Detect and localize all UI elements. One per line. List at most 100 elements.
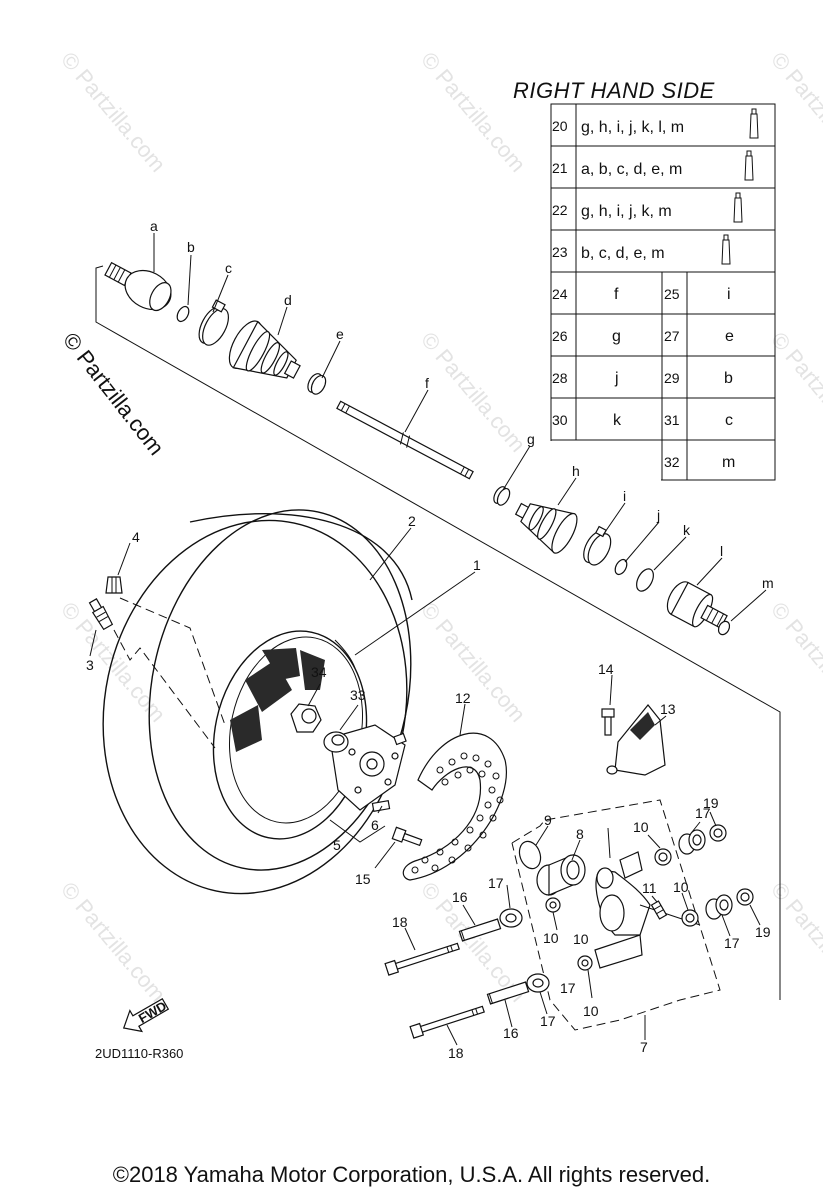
watermark-faint: © Partzilla.com: [416, 597, 530, 727]
callout-letter: j: [656, 507, 660, 523]
single-number: 25: [664, 286, 680, 302]
callout-letter: l: [720, 543, 723, 559]
axle-bolts: [384, 904, 530, 1046]
single-number: 29: [664, 370, 680, 386]
bolt-15: [374, 826, 423, 869]
single-part: m: [722, 454, 735, 471]
wheel-leaders: [354, 527, 476, 656]
right-hand-side-title: RIGHT HAND SIDE: [513, 78, 715, 103]
cv-boot-h: [514, 502, 578, 554]
callout-number: 17: [488, 875, 504, 891]
callout-number: 17: [695, 805, 711, 821]
boot-band-i: [583, 525, 612, 566]
callout-number: 12: [455, 690, 471, 706]
callout-number: 10: [633, 819, 649, 835]
callout-letter: m: [762, 575, 774, 591]
reference-table: 20 g, h, i, j, k, l, m 21 a, b, c, d, e,…: [550, 103, 776, 481]
watermark-faint: © Partzilla.com: [56, 877, 170, 1007]
callout-number: 1: [473, 557, 481, 573]
cv-joint-inner-l: [666, 581, 728, 629]
kit-parts: a, b, c, d, e, m: [581, 161, 682, 178]
valve-stem: [88, 598, 114, 631]
number-labels: 1 2 3 4 5 6 7 8 9 10 10 10 10 10 11 12 1…: [86, 513, 771, 1061]
cv-joint-outer: [104, 261, 172, 312]
callout-letter: i: [623, 488, 626, 504]
single-part: b: [724, 370, 733, 387]
single-part: k: [613, 412, 622, 429]
single-part: c: [725, 412, 733, 429]
callout-number: 18: [392, 914, 408, 930]
callout-number: 13: [660, 701, 676, 717]
single-number: 31: [664, 412, 680, 428]
diagram-code: 2UD1110-R360: [95, 1046, 183, 1061]
kit-parts: g, h, i, j, k, l, m: [581, 119, 684, 136]
drive-shaft-f: [336, 400, 474, 480]
boot-band-c: [198, 299, 230, 346]
valve-cap: [105, 576, 123, 594]
single-number: 26: [552, 328, 568, 344]
callout-number: 19: [703, 795, 719, 811]
boot-band-e: [307, 373, 327, 395]
callout-number: 15: [355, 871, 371, 887]
watermark-faint: © Partzilla.com: [56, 597, 170, 727]
callout-number: 34: [311, 664, 327, 680]
callout-number: 4: [132, 529, 140, 545]
callout-number: 16: [452, 889, 468, 905]
caliper-bracket: [601, 674, 667, 776]
circlip-m: [717, 620, 731, 636]
watermark-faint: © Partzilla.com: [766, 597, 823, 727]
callout-letter: c: [225, 260, 232, 276]
callout-letter: k: [683, 522, 691, 538]
kit-number: 22: [552, 202, 568, 218]
partzilla-watermark: © Partzilla.com: [58, 328, 169, 460]
grease-tube-icon: [721, 234, 731, 265]
snap-ring-b: [176, 305, 190, 323]
single-part: g: [612, 328, 621, 345]
callout-number: 17: [724, 935, 740, 951]
single-part: i: [727, 286, 731, 303]
kit-number: 23: [552, 244, 568, 260]
callout-letter: e: [336, 326, 344, 342]
hub-assembly: [329, 724, 407, 843]
callout-number: 6: [371, 817, 379, 833]
boot-band-g: [493, 486, 511, 506]
single-number: 30: [552, 412, 568, 428]
brake-disc: [402, 703, 507, 881]
callout-number: 10: [573, 931, 589, 947]
callout-letter: d: [284, 292, 292, 308]
callout-letter: a: [150, 218, 158, 234]
knuckle-assembly: [511, 799, 721, 1040]
single-part: f: [614, 286, 619, 303]
callout-number: 9: [544, 812, 552, 828]
single-number: 27: [664, 328, 680, 344]
callout-number: 18: [448, 1045, 464, 1061]
grease-tube-icon: [749, 108, 759, 139]
callout-number: 11: [642, 880, 657, 896]
callout-number: 33: [350, 687, 366, 703]
hub-nuts: [290, 683, 359, 753]
callout-letter: f: [425, 375, 429, 391]
watermark-faint: © Partzilla.com: [416, 327, 530, 457]
drive-shaft-outline: [95, 265, 781, 1000]
callout-letter: h: [572, 463, 580, 479]
single-number: 28: [552, 370, 568, 386]
single-part: e: [725, 328, 734, 345]
callout-number: 8: [576, 826, 584, 842]
single-number: 24: [552, 286, 568, 302]
callout-number: 10: [673, 879, 689, 895]
callout-number: 17: [540, 1013, 556, 1029]
kit-parts: b, c, d, e, m: [581, 245, 665, 262]
watermark-faint: © Partzilla.com: [56, 47, 170, 177]
callout-number: 5: [333, 837, 341, 853]
single-number: 32: [664, 454, 680, 470]
valve-parts: [88, 542, 226, 749]
letter-leaders: [153, 233, 767, 622]
drive-shaft-parts: [104, 261, 731, 636]
grease-tube-icon: [733, 192, 743, 223]
grease-tube-icon: [744, 150, 754, 181]
callout-number: 17: [560, 980, 576, 996]
callout-number: 10: [543, 930, 559, 946]
callout-number: 10: [583, 1003, 599, 1019]
callout-letter: g: [527, 431, 535, 447]
